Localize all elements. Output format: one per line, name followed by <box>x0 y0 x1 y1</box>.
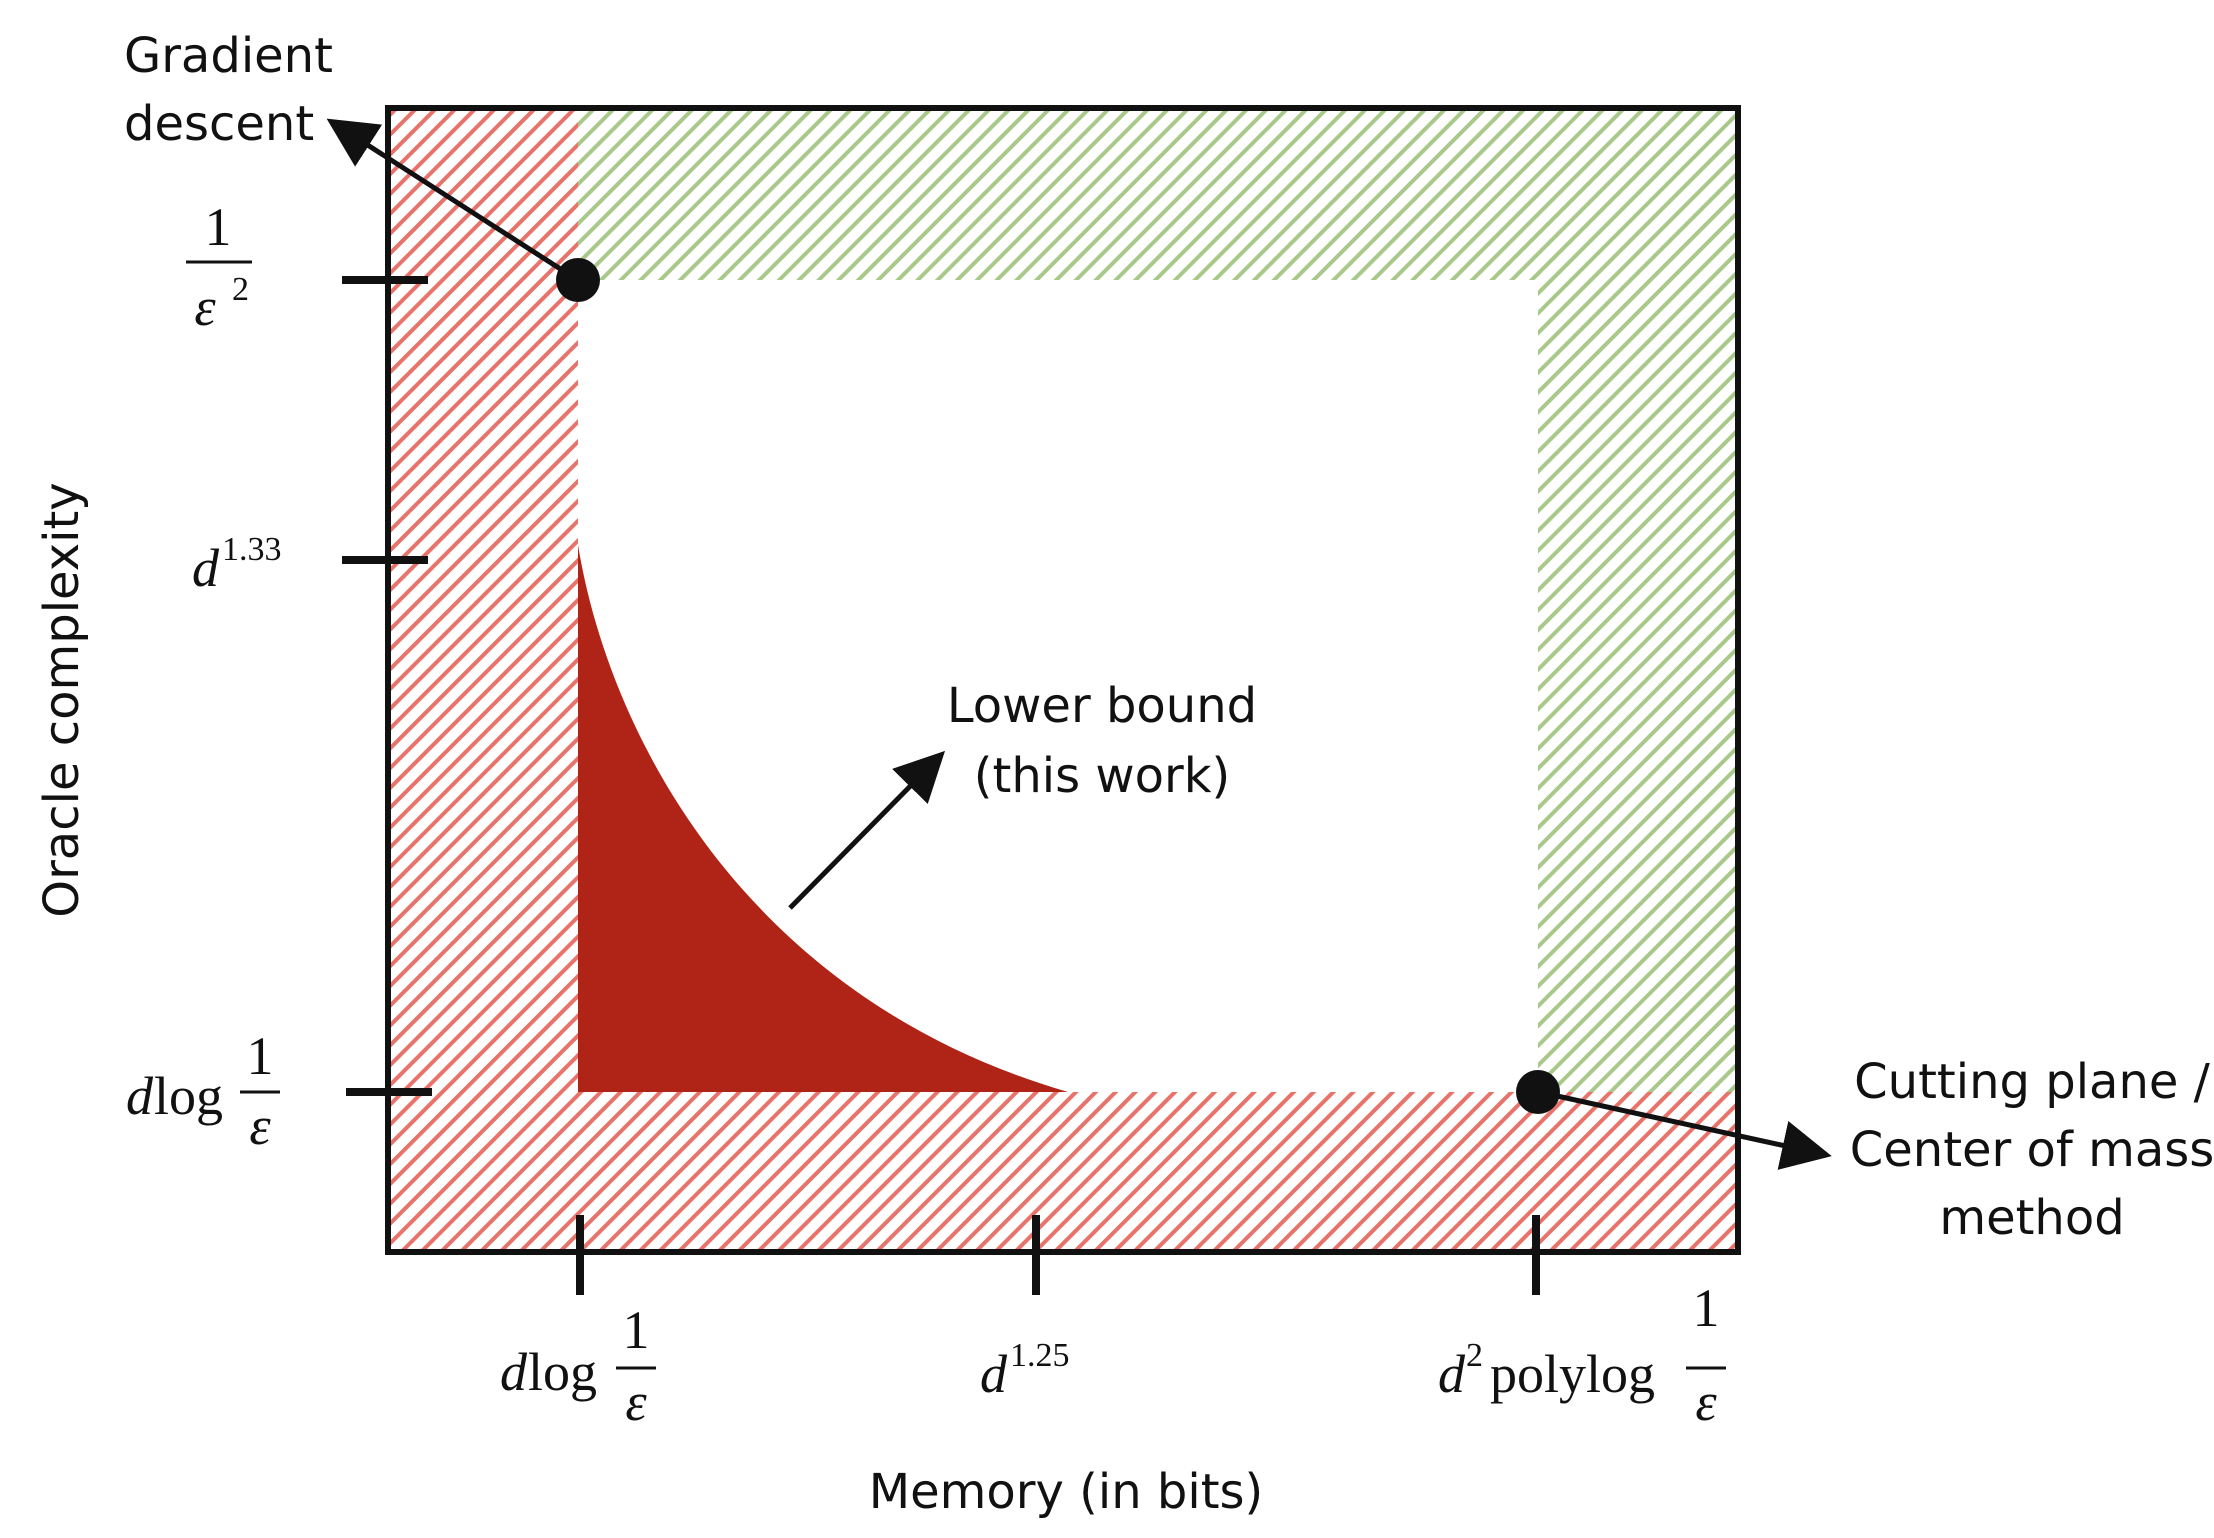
x3-num: 1 <box>1693 1278 1720 1338</box>
y1-num: 1 <box>205 197 232 257</box>
cutting-plane-label-line3: method <box>1939 1190 2124 1246</box>
red-region-bottom <box>578 1092 1738 1252</box>
y-tick-label-1: 1 ε 2 <box>186 197 252 337</box>
x-axis-label: Memory (in bits) <box>869 1464 1264 1520</box>
x1-num: 1 <box>623 1300 650 1360</box>
green-region-top <box>578 108 1738 280</box>
x-tick-label-1: d log 1 ε <box>500 1300 656 1432</box>
x1-base: d <box>500 1342 528 1402</box>
lower-bound-arrow <box>788 750 946 910</box>
red-region-left <box>388 108 578 1252</box>
gradient-descent-label-line1: Gradient <box>124 28 333 84</box>
cutting-plane-label-line2: Center of mass <box>1850 1122 2214 1178</box>
y2-exp: 1.33 <box>222 531 282 568</box>
gradient-descent-arrow <box>326 118 564 273</box>
x1-den: ε <box>625 1372 647 1432</box>
y1-den: ε <box>194 277 216 337</box>
x2-exp: 1.25 <box>1010 1337 1070 1374</box>
y3-num: 1 <box>247 1026 274 1086</box>
y3-fn: log <box>154 1066 223 1126</box>
x3-den: ε <box>1695 1372 1717 1432</box>
y2-base: d <box>192 538 220 598</box>
x-tick-label-2: d 1.25 <box>980 1337 1070 1404</box>
y-tick-label-2: d 1.33 <box>192 531 282 598</box>
plot-frame <box>385 105 1741 1255</box>
x1-fn: log <box>528 1342 597 1402</box>
x3-exp: 2 <box>1466 1337 1483 1374</box>
y3-den: ε <box>249 1096 271 1156</box>
lower-bound-label-line1: Lower bound <box>947 678 1257 734</box>
lower-bound-label-line2: (this work) <box>974 748 1230 804</box>
gradient-descent-point <box>556 258 600 302</box>
y-axis-label: Oracle complexity <box>34 482 90 917</box>
cutting-plane-arrow <box>1547 1091 1832 1170</box>
gradient-descent-label-line2: descent <box>124 96 314 152</box>
y1-den-exp: 2 <box>232 271 249 308</box>
lower-bound-region <box>578 545 1068 1092</box>
y-tick-label-3: d log 1 ε <box>126 1026 280 1156</box>
x2-base: d <box>980 1344 1008 1404</box>
x3-base: d <box>1438 1344 1466 1404</box>
green-region-right <box>1538 280 1738 1092</box>
cutting-plane-label-line1: Cutting plane / <box>1854 1054 2210 1110</box>
y3-base: d <box>126 1066 154 1126</box>
cutting-plane-point <box>1516 1070 1560 1114</box>
x-tick-label-3: d 2 polylog 1 ε <box>1438 1278 1726 1432</box>
x3-fn: polylog <box>1490 1344 1655 1404</box>
